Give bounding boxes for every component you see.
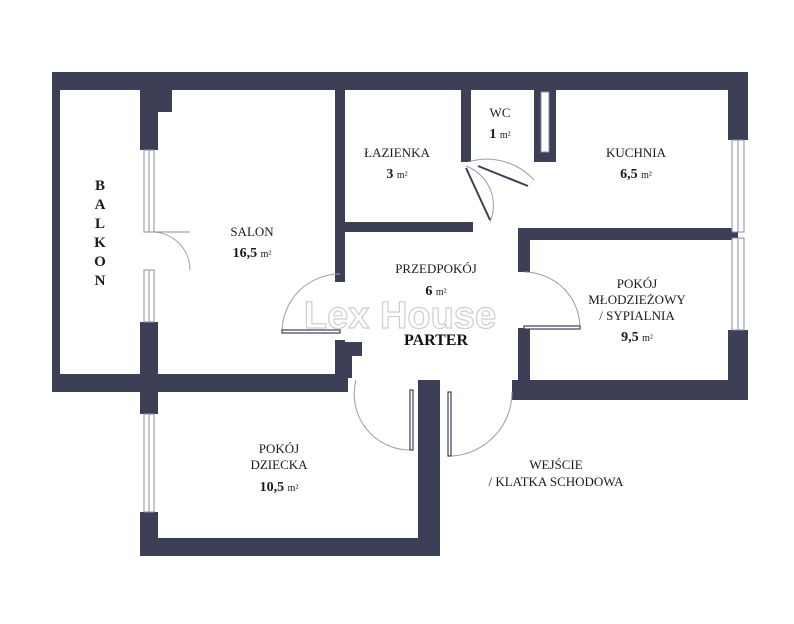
wall-top [52,72,748,90]
pokoj-dziecka-name-1: POKÓJ [259,441,299,456]
wall-salon-right-top [335,90,345,282]
pokoj-mlodziezowy-name-2: MŁODZIEŻOWY [588,292,686,307]
door-wc-arc [467,158,535,181]
wall-bathroom-bottom [335,222,473,232]
pokoj-mlodziezowy-label: POKÓJ MŁODZIEŻOWY / SYPIALNIA 9,5 m² [588,276,686,345]
balkon-label: B A L K O N [94,178,106,289]
pokoj-mlodziezowy-name-1: POKÓJ [617,276,657,291]
wc-name: WC [490,105,511,120]
pokoj-mlodziezowy-area: 9,5 [621,330,639,345]
przedpokoj-area-line: 6 m² [425,284,446,299]
balkon-letter-2: A [95,197,106,213]
pokoj-mlodziezowy-unit: m² [642,333,653,344]
balkon-letter-6: N [95,273,106,289]
doors [151,158,581,457]
door-child-arc [353,379,413,451]
wall-kitchen-bottom [518,228,738,240]
przedpokoj-area: 6 [425,284,432,299]
salon-label: SALON 16,5 m² [230,224,274,261]
door-entrance-leaf [447,391,452,457]
door-bath-arc [465,165,494,223]
wall-hall-block-2 [352,342,362,356]
przedpokoj-unit: m² [436,287,447,298]
wc-unit: m² [500,130,511,141]
entrance-line-2: / KLATKA SCHODOWA [488,474,624,489]
kuchnia-area: 6,5 [620,167,638,182]
wall-child-left-top [140,392,158,414]
salon-area-line: 16,5 m² [233,246,272,261]
pokoj-dziecka-area-line: 10,5 m² [260,480,299,495]
wall-hall-block [340,342,352,378]
wall-child-bottom [140,538,440,556]
wc-area: 1 [489,127,496,142]
wall-salon-left-notch [140,90,172,112]
salon-area: 16,5 [233,246,258,261]
floor-label: PARTER [404,332,468,349]
pokoj-dziecka-name-2: DZIECKA [250,457,308,472]
wall-salon-left-bottom [140,322,158,392]
kuchnia-label: KUCHNIA 6,5 m² [606,145,667,182]
windows [143,139,745,513]
door-room3-arc [523,271,581,329]
balkon-letter-1: B [95,178,105,194]
lazienka-label: ŁAZIENKA 3 m² [364,145,430,182]
door-entrance-arc [451,391,513,457]
przedpokoj-label: PRZEDPOKÓJ 6 m² [395,261,477,299]
lazienka-area-line: 3 m² [386,167,407,182]
balkon-letter-4: K [94,235,106,251]
entrance-label: WEJŚCIE / KLATKA SCHODOWA [488,457,624,489]
kuchnia-area-line: 6,5 m² [620,167,652,182]
pokoj-mlodziezowy-name-3: / SYPIALNIA [599,308,675,323]
wall-balcony-bottom [52,374,348,392]
przedpokoj-name: PRZEDPOKÓJ [395,261,477,276]
walls [52,72,748,556]
kuchnia-unit: m² [641,170,652,181]
wall-bath-wc [461,90,471,162]
door-salon-arc [281,273,341,333]
entrance-line-1: WEJŚCIE [529,457,583,472]
wall-room3-left-top [518,228,530,272]
wall-right-top [728,72,748,140]
wall-room3-bottom [512,380,748,400]
door-balcony-arc [151,231,191,271]
wc-label: WC 1 m² [489,105,510,142]
wc-shaft [540,91,550,153]
pokoj-dziecka-unit: m² [288,483,299,494]
wall-left-balcony [52,72,60,392]
kuchnia-name: KUCHNIA [606,145,667,160]
watermark-text: Lex House [304,295,496,337]
pokoj-mlodziezowy-area-line: 9,5 m² [621,330,653,345]
door-salon-leaf [281,329,341,334]
pokoj-dziecka-area: 10,5 [260,480,285,495]
salon-unit: m² [261,249,272,260]
lazienka-name: ŁAZIENKA [364,145,430,160]
balkon-letter-3: L [95,216,105,232]
wall-child-right [418,380,440,556]
lazienka-unit: m² [397,170,408,181]
salon-name: SALON [230,224,274,239]
lazienka-area: 3 [386,167,393,182]
pokoj-dziecka-label: POKÓJ DZIECKA 10,5 m² [250,441,308,495]
wc-area-line: 1 m² [489,127,510,142]
balkon-letter-5: O [94,254,106,270]
door-room3-leaf [523,325,581,330]
door-child-leaf [409,389,414,451]
